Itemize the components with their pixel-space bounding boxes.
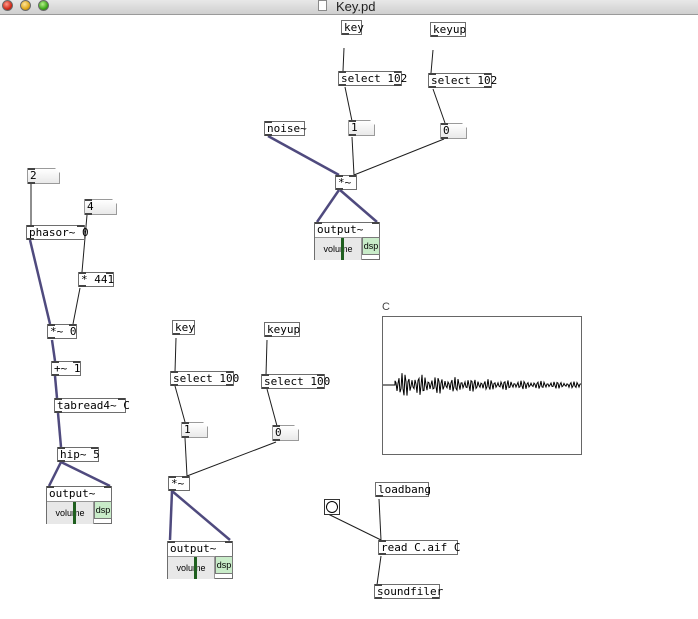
wire-keyup2-select100b — [265, 339, 268, 376]
keyup-object-2[interactable]: keyup — [264, 322, 300, 337]
wire-loadbang-read — [378, 498, 382, 541]
array-name-label: C — [382, 301, 390, 313]
output-abstraction-2[interactable]: output~ volume dsp — [46, 486, 112, 524]
dsp-toggle[interactable]: dsp — [94, 501, 112, 519]
wire-key1-select102a — [342, 47, 345, 72]
number-box-0a[interactable]: 0 — [440, 123, 467, 139]
waveform-plot — [383, 373, 582, 396]
dsp-toggle[interactable]: dsp — [362, 237, 380, 255]
bang-button[interactable] — [324, 499, 340, 515]
wire-key2-select100a — [174, 337, 177, 373]
key-object-1[interactable]: key — [341, 20, 364, 35]
number-box-2[interactable]: 2 — [27, 168, 60, 184]
signal-wires — [28, 134, 378, 541]
volume-slider[interactable]: volume — [47, 501, 94, 524]
multiply-signal-zero-object[interactable]: *~ 0 — [47, 324, 77, 339]
wire-keyup1-select102b — [430, 49, 434, 74]
window-titlebar: Key.pd — [0, 0, 698, 15]
wire-read-soundfiler — [376, 555, 382, 586]
hip-object[interactable]: hip~ 5 — [57, 447, 100, 462]
wire-bang-read — [325, 512, 382, 541]
number-box-4[interactable]: 4 — [84, 199, 117, 215]
zoom-button[interactable] — [38, 0, 49, 11]
key-object-2[interactable]: key — [172, 320, 195, 335]
number-box-0b[interactable]: 0 — [272, 425, 299, 441]
patch-canvas[interactable]: key keyup select 102 select 102 noise~ 1… — [0, 15, 698, 619]
wire-mul1-output-right — [339, 189, 378, 223]
patch-wires — [28, 47, 446, 586]
read-message-box[interactable]: read C.aif C — [378, 540, 460, 555]
document-icon — [318, 0, 327, 11]
wire-select100b-n0b — [266, 388, 278, 427]
wire-mul1-output-left — [315, 189, 341, 223]
loadbang-object[interactable]: loadbang — [375, 482, 431, 497]
select-100-object-a[interactable]: select 100 — [170, 371, 239, 386]
tabread4-object[interactable]: tabread4~ C — [54, 398, 130, 413]
volume-slider[interactable]: volume — [168, 556, 215, 579]
waveform-line — [383, 373, 582, 396]
wire-n1a-mul1 — [351, 136, 355, 176]
wire-select102b-n0a — [432, 88, 446, 124]
output-abstraction-1[interactable]: output~ volume dsp — [314, 222, 380, 260]
multiply-441-object[interactable]: * 441 — [78, 272, 114, 287]
select-102-object-b[interactable]: select 102 — [428, 73, 497, 88]
wire-tabread-hip — [56, 412, 63, 448]
wire-n1b-mul2 — [184, 437, 188, 477]
add-signal-object[interactable]: +~ 1 — [51, 361, 81, 376]
multiply-signal-object-2[interactable]: *~ — [168, 476, 190, 491]
minimize-button[interactable] — [20, 0, 31, 11]
dsp-toggle[interactable]: dsp — [215, 556, 233, 574]
number-box-1a[interactable]: 1 — [348, 120, 375, 136]
output-abstraction-3[interactable]: output~ volume dsp — [167, 541, 233, 579]
wire-n0b-mul2 — [186, 441, 277, 477]
array-graph-c[interactable] — [382, 316, 582, 455]
wire-select100a-n1b — [174, 385, 186, 423]
wire-plus1-tabread — [53, 375, 59, 399]
keyup-object-1[interactable]: keyup — [430, 22, 466, 37]
select-102-object-a[interactable]: select 102 — [338, 71, 407, 86]
noise-object[interactable]: noise~ — [264, 121, 307, 136]
wire-n4-mul441 — [81, 214, 88, 273]
wire-hip-output-right — [60, 460, 111, 488]
control-wires — [30, 47, 446, 586]
wire-phasor-mul0 — [28, 239, 52, 325]
wire-mul2-output-left — [168, 490, 174, 541]
select-100-object-b[interactable]: select 100 — [261, 374, 330, 389]
close-button[interactable] — [2, 0, 13, 11]
multiply-signal-object-1[interactable]: *~ — [335, 175, 357, 190]
wire-n0a-mul1 — [353, 138, 445, 176]
window-title: Key.pd — [336, 0, 376, 14]
wire-mul0-plus1 — [50, 339, 57, 362]
wire-mul2-output-right — [171, 490, 231, 541]
number-box-1b[interactable]: 1 — [181, 422, 208, 438]
wire-mul441-mul0 — [72, 287, 81, 325]
wire-select102a-n1a — [344, 86, 353, 122]
volume-slider[interactable]: volume — [315, 237, 362, 260]
wire-hip-output-left — [47, 461, 63, 487]
phasor-object[interactable]: phasor~ 0 — [26, 225, 89, 240]
wire-noise-mul1 — [267, 134, 340, 177]
soundfiler-object[interactable]: soundfiler — [374, 584, 443, 599]
